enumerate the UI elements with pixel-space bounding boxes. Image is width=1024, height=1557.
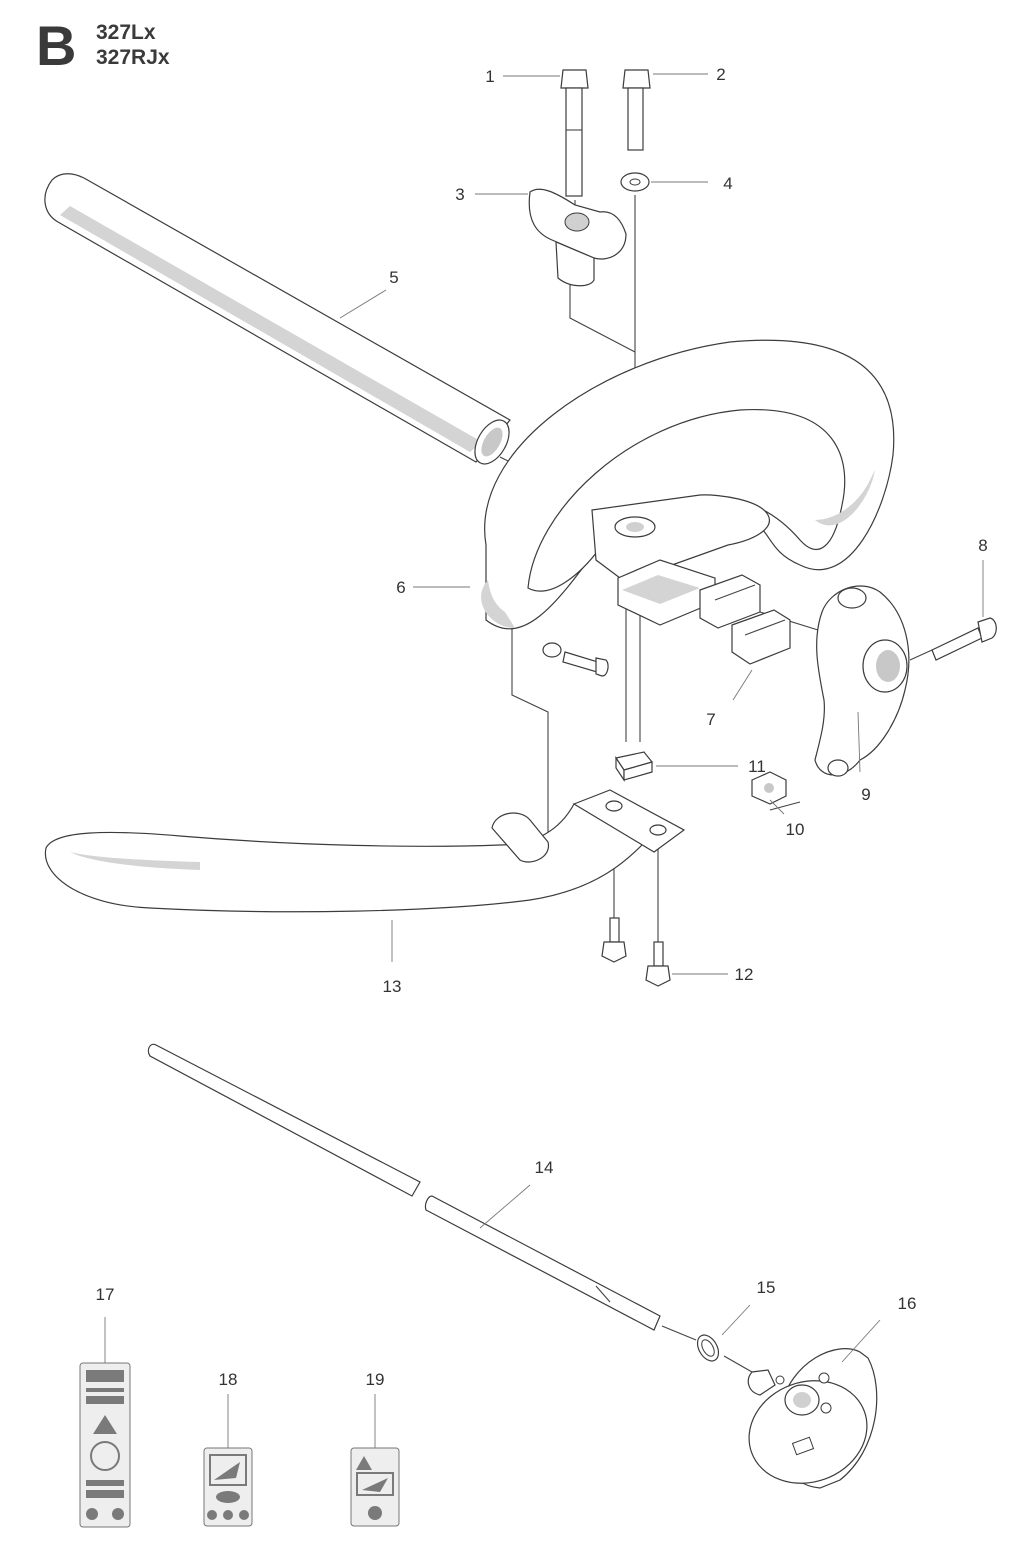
part-number-10: 10: [786, 820, 805, 839]
part-number-13: 13: [383, 977, 402, 996]
part-14-drive-shaft: [147, 1043, 661, 1331]
part-13-guard-bar: [44, 789, 686, 913]
part-8-screw: [931, 617, 997, 661]
part-number-4: 4: [723, 174, 732, 193]
part-number-7: 7: [706, 710, 715, 729]
part-number-3: 3: [455, 185, 464, 204]
part-4-washer: [620, 172, 650, 192]
part-18-instruction-label: [203, 1447, 253, 1527]
section-letter: B: [36, 14, 77, 77]
part-number-9: 9: [861, 785, 870, 804]
model-327rjx: 327RJx: [96, 46, 170, 69]
part-3-knob: [528, 188, 627, 287]
part-15-ring: [696, 1334, 720, 1362]
part-9-clamp-bracket: [814, 585, 910, 777]
part-19-warning-label: [350, 1447, 400, 1527]
part-number-6: 6: [396, 578, 405, 597]
part-11-square-nut: [615, 751, 654, 782]
part-16-clutch-drum: [747, 1348, 878, 1489]
part-number-2: 2: [716, 65, 725, 84]
part-number-18: 18: [219, 1370, 238, 1389]
part-2-bolt: [622, 69, 651, 151]
part-number-1: 1: [485, 67, 494, 86]
part-number-17: 17: [96, 1285, 115, 1304]
part-17-warning-label: [79, 1362, 131, 1528]
part-number-16: 16: [898, 1294, 917, 1313]
part-number-15: 15: [757, 1278, 776, 1297]
part-numbers: 1 2 3 4 5 6 7 8 9 10 11 12 13 14 15 16 1…: [96, 65, 988, 1389]
part-10-nut: [751, 771, 787, 805]
part-1-bolt: [560, 69, 589, 197]
side-screw: [542, 642, 609, 677]
part-12-screws: [601, 917, 671, 987]
part-number-8: 8: [978, 536, 987, 555]
part-5-tube: [44, 173, 511, 465]
part-number-5: 5: [389, 268, 398, 287]
part-number-12: 12: [735, 965, 754, 984]
part-number-19: 19: [366, 1370, 385, 1389]
part-6-loop-handle: [481, 339, 895, 630]
leader-lines: [104, 73, 984, 1448]
part-number-14: 14: [535, 1158, 554, 1177]
part-number-11: 11: [748, 757, 766, 776]
part-7-clamp-insert: [699, 574, 791, 665]
model-327lx: 327Lx: [96, 21, 156, 44]
